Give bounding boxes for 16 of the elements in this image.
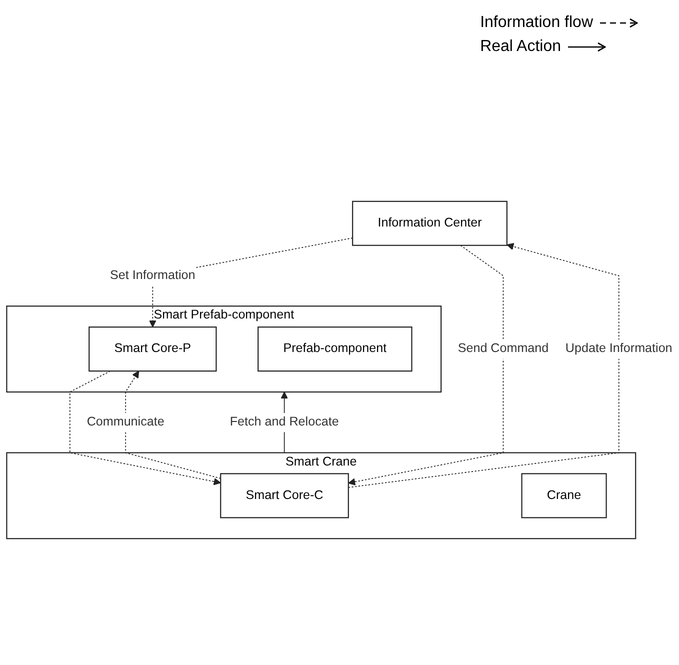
legend-text: Real Action [480, 38, 561, 56]
edge-label: Fetch and Relocate [230, 414, 339, 429]
node-box: Prefab-component [258, 326, 412, 372]
arrow [69, 370, 221, 486]
node-box: Smart Core-C [220, 473, 349, 518]
arrow [348, 242, 620, 488]
arrow [125, 370, 222, 479]
arrow [348, 244, 504, 486]
edge-label: Update Information [565, 341, 672, 356]
edge-label: Set Information [110, 268, 196, 282]
node-box: Smart Core-P [88, 326, 217, 372]
node-box: Crane [521, 473, 607, 518]
node-box: Information Center [352, 200, 508, 246]
edge-label: Communicate [86, 414, 164, 429]
legend-text: Information flow [480, 14, 593, 32]
edge-label: Send Command [458, 341, 549, 356]
